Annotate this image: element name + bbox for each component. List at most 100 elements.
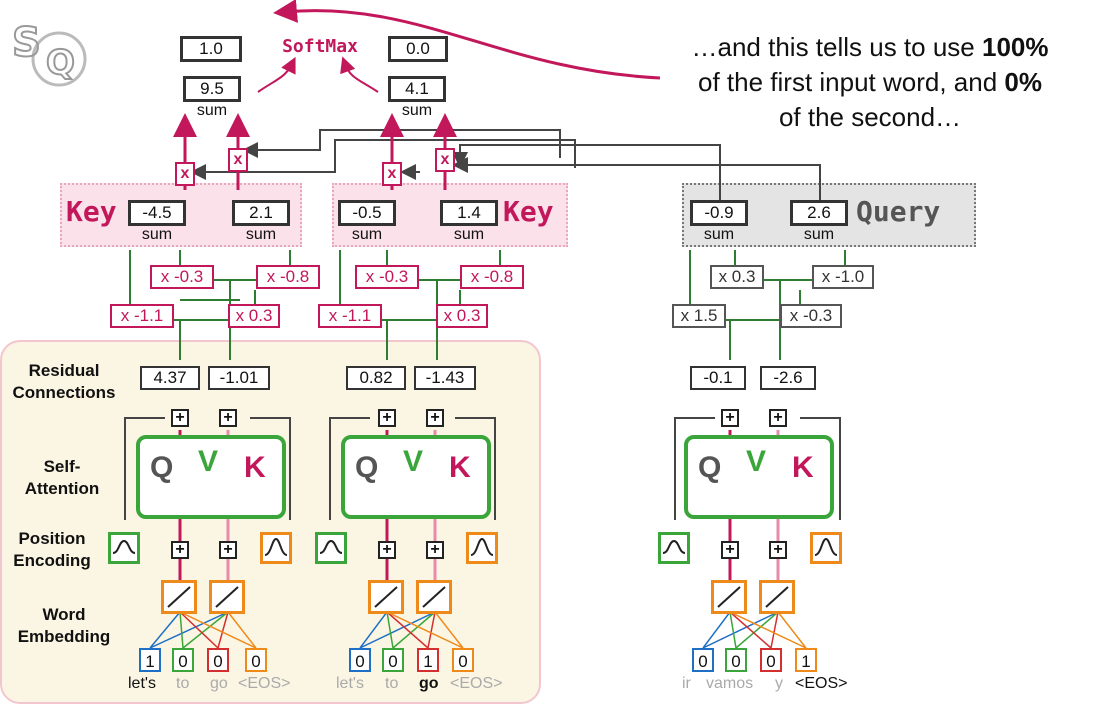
self-attention-box: Q V K (136, 435, 286, 519)
weight-box: x -0.3 (150, 265, 214, 289)
key-label: Key (503, 195, 554, 228)
encoder-panel (0, 340, 541, 704)
weight-box: x 0.3 (710, 265, 764, 289)
input-word: let's (336, 675, 364, 692)
sum-right-label: sum (401, 102, 433, 119)
input-word: vamos (706, 675, 754, 692)
residual-add-box: + (219, 409, 237, 427)
position-add-box: + (378, 541, 396, 559)
softmax-output-right: 0.0 (388, 36, 448, 62)
svg-text:S: S (12, 20, 41, 66)
onehot-cell: 0 (725, 648, 747, 672)
sum-left-label: sum (196, 102, 228, 119)
residual-add-box: + (378, 409, 396, 427)
softmax-output-left: 1.0 (180, 36, 242, 62)
cosine-wave-icon (260, 532, 292, 564)
key-sum-label: sum (351, 226, 383, 243)
position-add-box: + (426, 541, 444, 559)
attn-k: K (449, 451, 471, 484)
softmax-label: SoftMax (282, 36, 358, 57)
embedding-activation-icon (759, 580, 795, 614)
word-embedding-label: Word Embedding (17, 605, 111, 646)
position-add-box: + (721, 541, 739, 559)
input-word: go (210, 675, 228, 692)
query-label: Query (856, 195, 941, 228)
key-sum-label: sum (141, 226, 173, 243)
self-attention-box: Q V K (684, 435, 834, 519)
multiply-box: x (382, 162, 402, 186)
weight-box: x -0.8 (256, 265, 320, 289)
input-word: to (176, 675, 190, 692)
input-word: <EOS> (238, 675, 291, 692)
position-add-box: + (219, 541, 237, 559)
attn-q: Q (150, 451, 174, 484)
input-word: let's (128, 675, 156, 692)
self-attention-box: Q V K (341, 435, 491, 519)
position-add-box: + (171, 541, 189, 559)
embedding-activation-icon (209, 580, 245, 614)
attn-v: V (746, 445, 767, 478)
embedding-activation-icon (161, 580, 197, 614)
sine-wave-icon (108, 532, 140, 564)
attn-q: Q (698, 451, 722, 484)
key-label: Key (66, 195, 117, 228)
key-sum-label: sum (453, 226, 485, 243)
weight-box: x 1.5 (672, 304, 726, 328)
annotation-text: …and this tells us to use 100% of the fi… (691, 32, 1049, 132)
statquest-logo: S Q (4, 4, 104, 94)
query-sum-label: sum (703, 226, 735, 243)
position-add-box: + (769, 541, 787, 559)
cosine-wave-icon (466, 532, 498, 564)
weight-box: x -0.3 (780, 304, 842, 328)
input-word: go (419, 675, 439, 692)
residual-add-box: + (769, 409, 787, 427)
self-attention-label: Self- Attention (24, 457, 100, 498)
key-value: 2.1 (232, 200, 290, 226)
attn-k: K (792, 451, 814, 484)
onehot-cell: 1 (139, 648, 161, 672)
weight-box: x -0.8 (460, 265, 524, 289)
onehot-cell: 0 (382, 648, 404, 672)
input-word: ir (682, 675, 691, 692)
embedding-activation-icon (711, 580, 747, 614)
attn-v: V (403, 445, 424, 478)
onehot-cell: 0 (207, 648, 229, 672)
onehot-cell: 1 (417, 648, 439, 672)
multiply-box: x (228, 148, 248, 172)
attn-q: Q (355, 451, 379, 484)
residual-value: -0.1 (690, 366, 746, 390)
query-value: -0.9 (690, 200, 748, 226)
onehot-cell: 1 (795, 648, 817, 672)
weight-box: x -1.1 (110, 304, 174, 328)
input-word: <EOS> (795, 675, 848, 692)
sine-wave-icon (315, 532, 347, 564)
residual-value: -1.43 (414, 366, 476, 390)
sum-right: 4.1 (388, 76, 446, 102)
onehot-cell: 0 (452, 648, 474, 672)
onehot-cell: 0 (245, 648, 267, 672)
input-word: y (775, 675, 783, 692)
residual-connections-label: Residual Connections (12, 361, 116, 402)
onehot-cell: 0 (349, 648, 371, 672)
residual-value: 0.82 (346, 366, 406, 390)
query-sum-label: sum (803, 226, 835, 243)
weight-box: x 0.3 (228, 304, 280, 328)
query-value: 2.6 (790, 200, 848, 226)
attn-v: V (198, 445, 219, 478)
weight-box: x -1.0 (812, 265, 874, 289)
position-encoding-label: Position Encoding (13, 529, 91, 570)
svg-text:Q: Q (46, 43, 75, 83)
input-word: to (385, 675, 399, 692)
embedding-activation-icon (368, 580, 404, 614)
weight-box: x -0.3 (355, 265, 419, 289)
residual-value: -2.6 (760, 366, 816, 390)
residual-value: 4.37 (140, 366, 200, 390)
residual-add-box: + (426, 409, 444, 427)
cosine-wave-icon (810, 532, 842, 564)
multiply-box: x (175, 162, 195, 186)
sine-wave-icon (658, 532, 690, 564)
residual-add-box: + (721, 409, 739, 427)
embedding-activation-icon (416, 580, 452, 614)
key-value: -0.5 (338, 200, 396, 226)
residual-add-box: + (171, 409, 189, 427)
